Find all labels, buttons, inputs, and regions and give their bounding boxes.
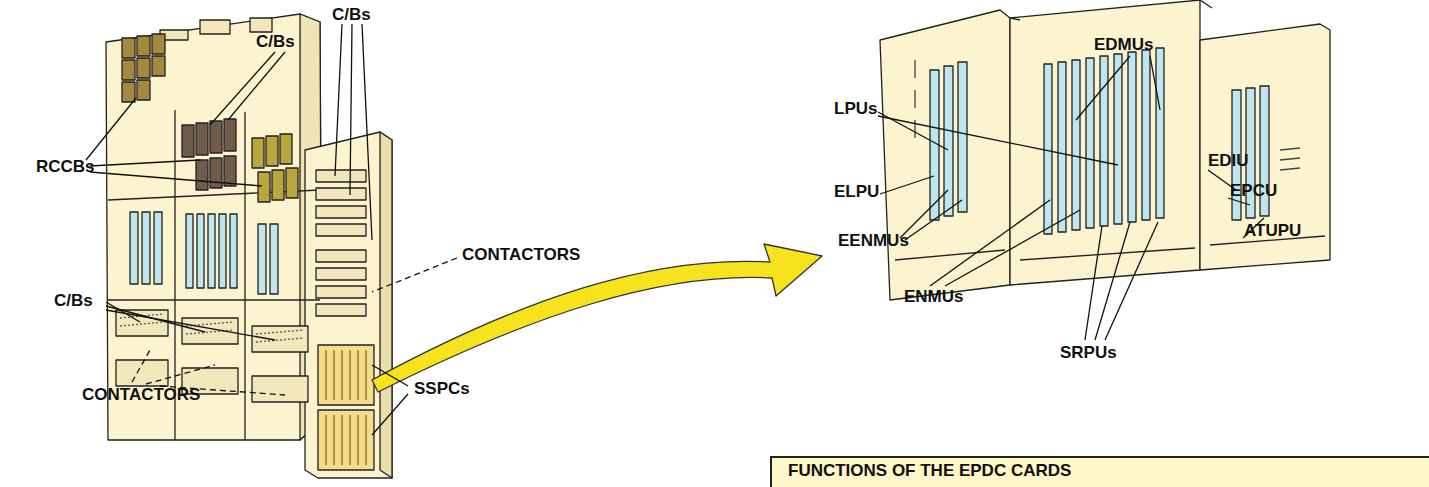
part-label: ATUPU — [1244, 222, 1301, 239]
part-label: EDMUs — [1094, 36, 1154, 53]
part-label: CONTACTORS — [82, 386, 200, 403]
part-label: C/Bs — [256, 33, 295, 50]
part-label: C/Bs — [332, 6, 371, 23]
part-label: CONTACTORS — [462, 246, 580, 263]
part-label: RCCBs — [36, 158, 95, 175]
part-label: EDIU — [1208, 152, 1249, 169]
note-box: FUNCTIONS OF THE EPDC CARDS — [770, 456, 1429, 487]
part-label: SRPUs — [1060, 344, 1117, 361]
part-label: ENMUs — [904, 288, 964, 305]
part-label: EENMUs — [838, 232, 909, 249]
part-label: LPUs — [834, 100, 877, 117]
part-label: ELPU — [834, 183, 879, 200]
part-label: EPCU — [1230, 182, 1277, 199]
note-heading: FUNCTIONS OF THE EPDC CARDS — [788, 462, 1429, 481]
part-label: C/Bs — [54, 292, 93, 309]
part-label: SSPCs — [414, 380, 470, 397]
